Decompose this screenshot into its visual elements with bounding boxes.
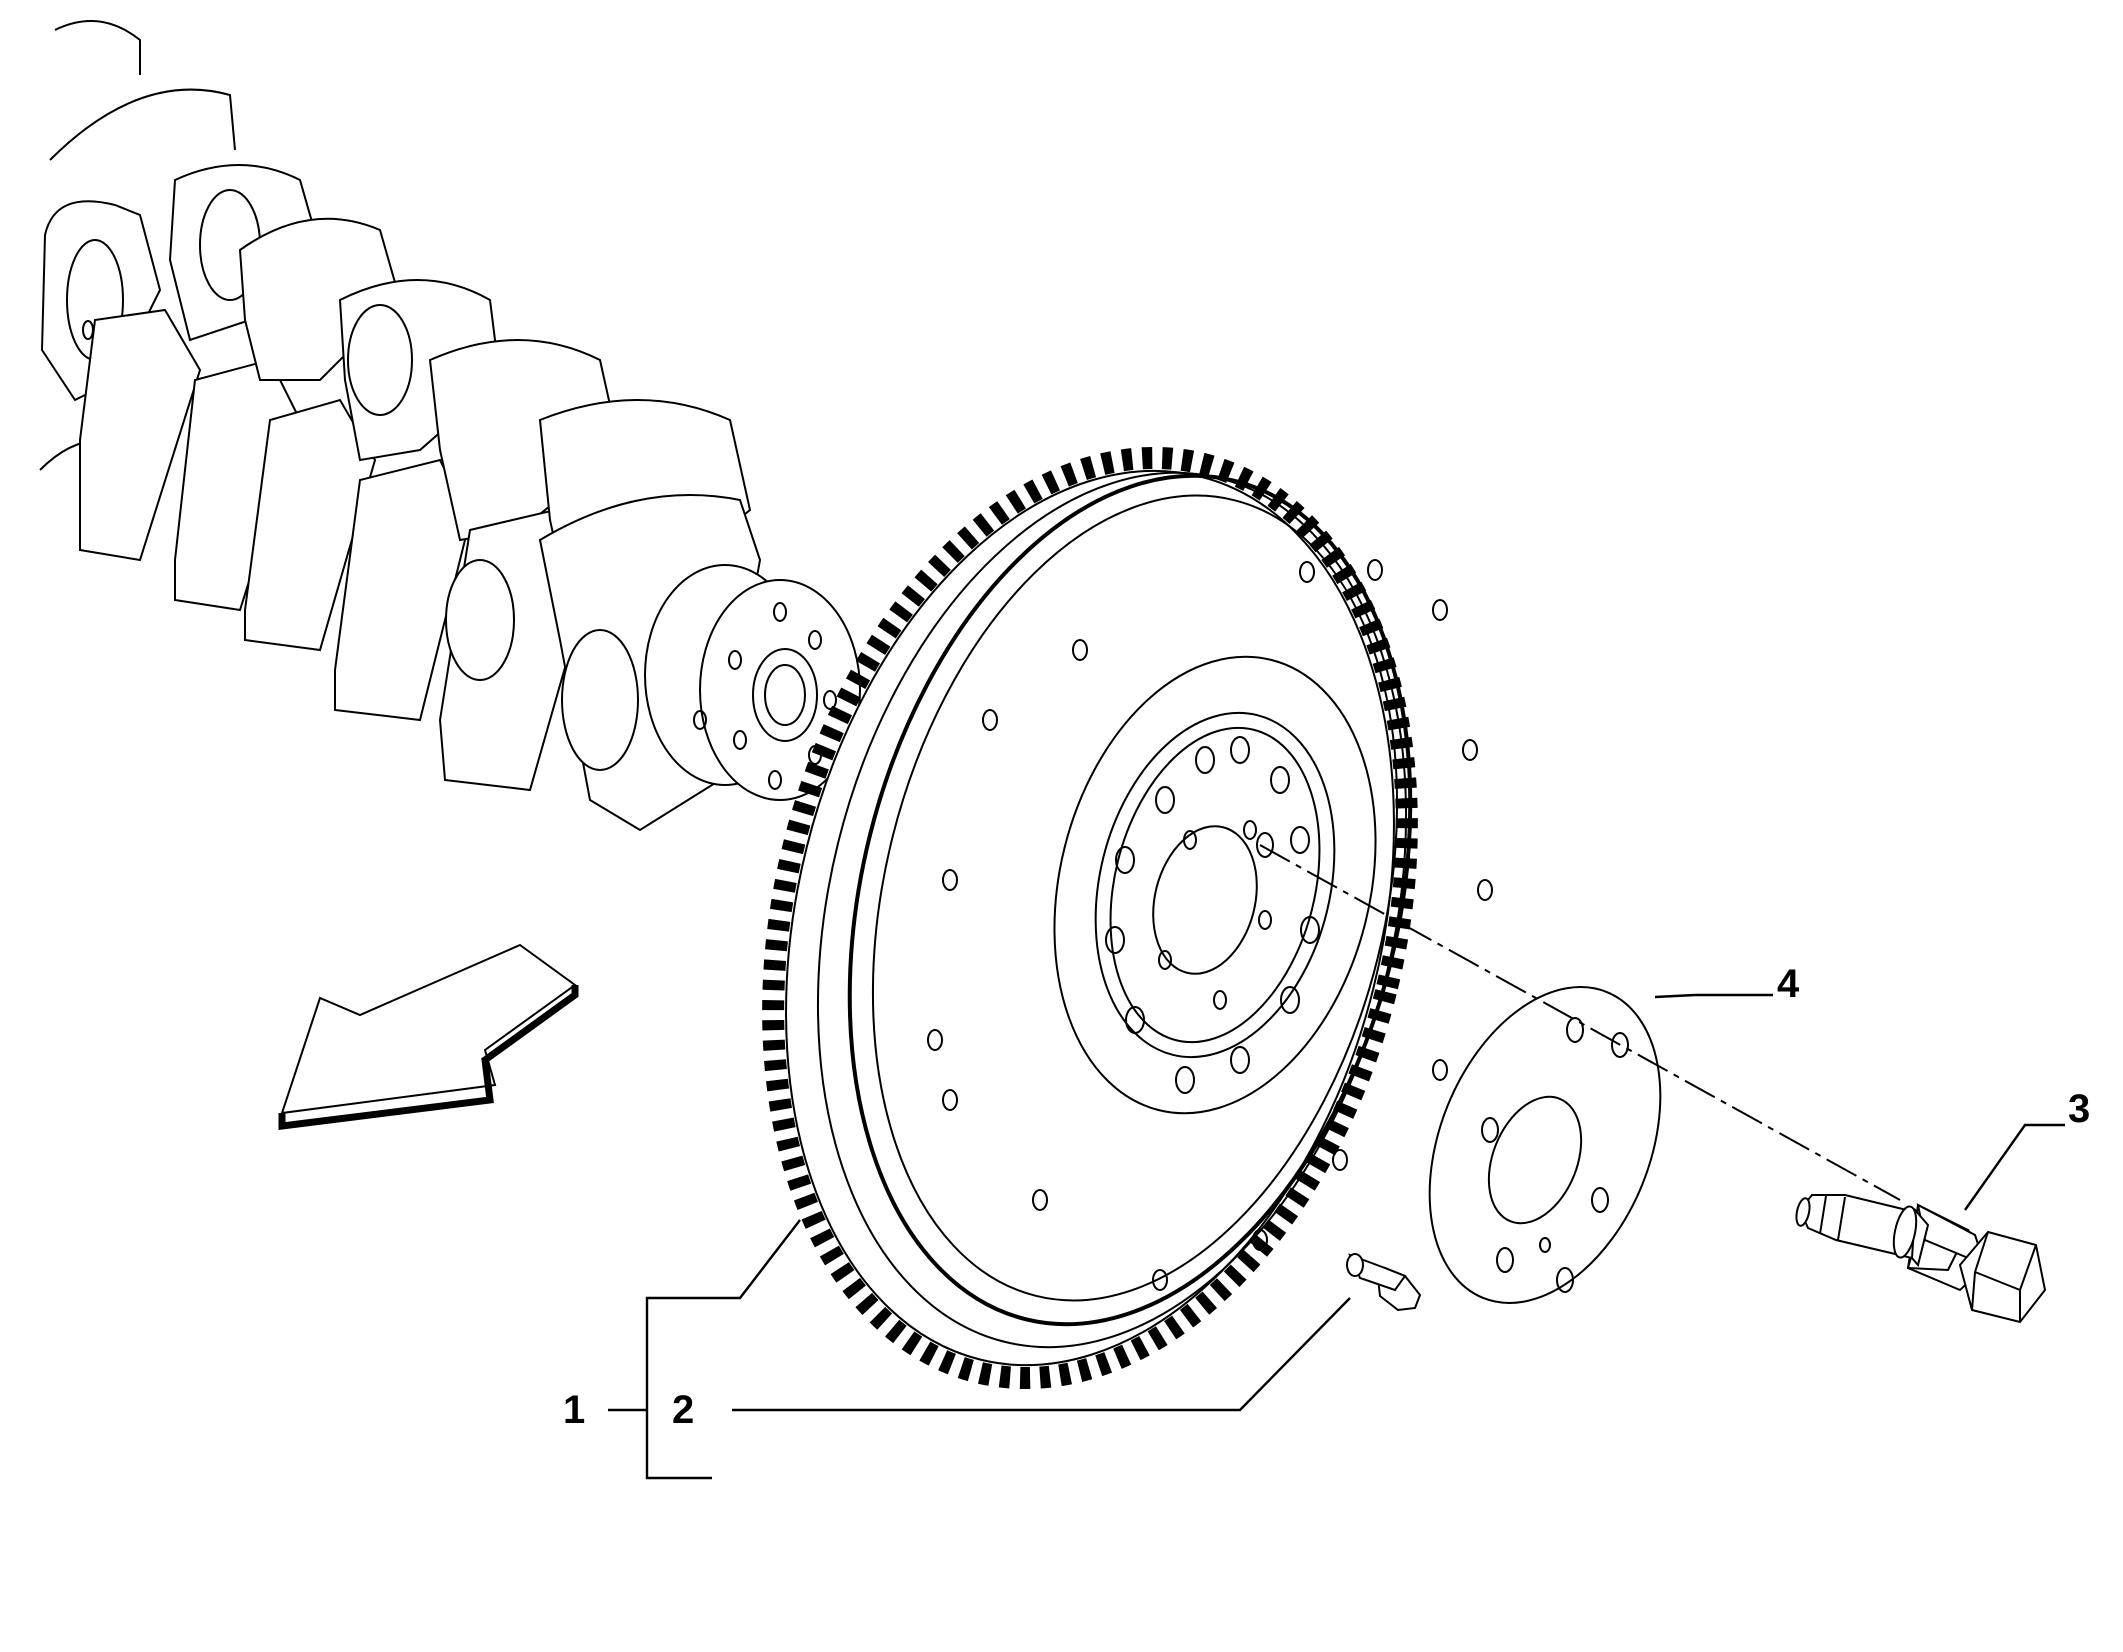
callout-3: 3 bbox=[2068, 1087, 2090, 1131]
callout-1: 1 bbox=[563, 1388, 585, 1432]
washer-plate bbox=[1428, 986, 1662, 1304]
flywheel-hub-holes bbox=[1105, 736, 1320, 1094]
dowel-pin bbox=[1346, 1253, 1422, 1312]
flywheel bbox=[762, 446, 1493, 1390]
callout-4: 4 bbox=[1777, 962, 1800, 1006]
flywheel-ring-gear-teeth bbox=[762, 446, 1418, 1390]
leader-lines bbox=[608, 993, 2065, 1480]
flywheel-bolt bbox=[1795, 1194, 2047, 1324]
direction-arrow bbox=[278, 943, 579, 1130]
callout-2: 2 bbox=[672, 1388, 694, 1432]
assembly-centerline bbox=[1259, 844, 1901, 1201]
crankshaft bbox=[39, 20, 861, 832]
flywheel-outer-bolt-holes bbox=[927, 559, 1493, 1291]
